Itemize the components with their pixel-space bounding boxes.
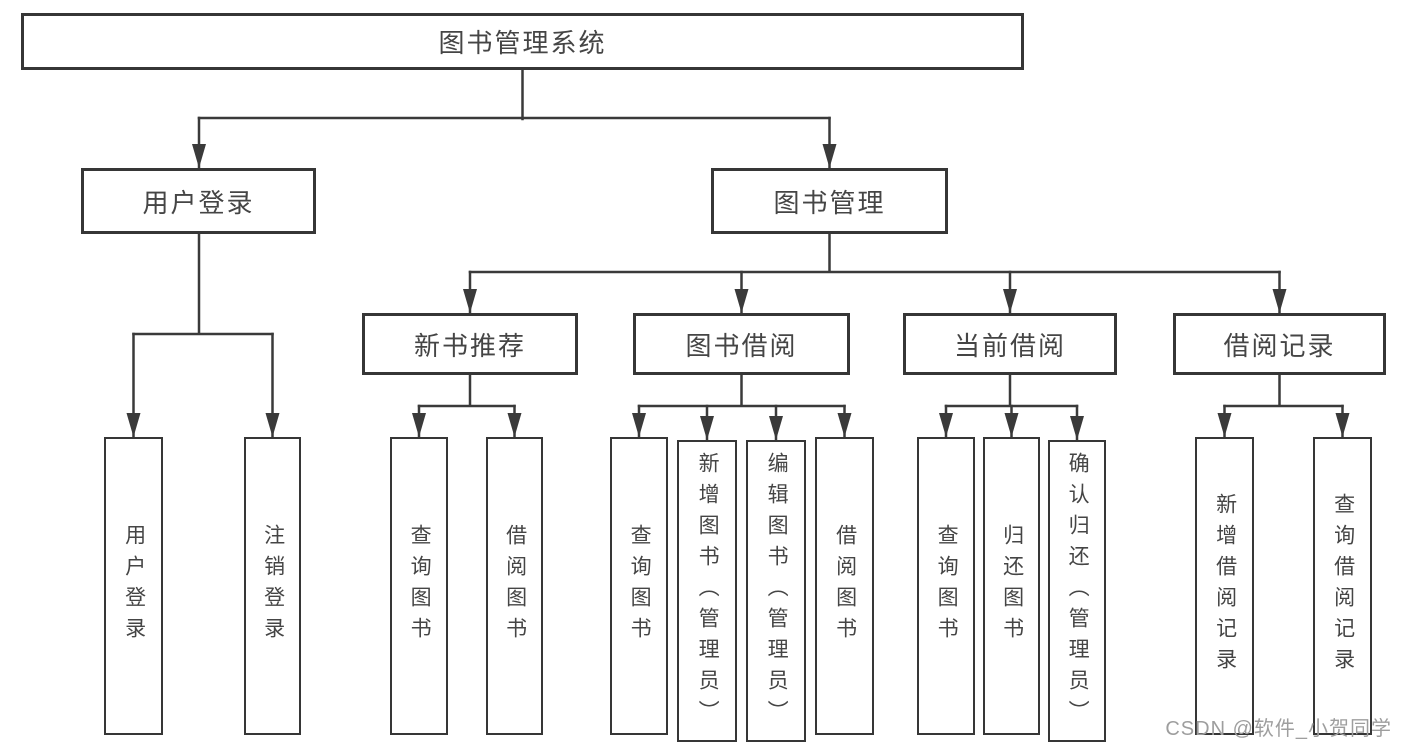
leaf-borrow-books-2-label: 借阅图书: [833, 524, 857, 648]
node-book-management: 图书管理: [711, 168, 948, 234]
csdn-watermark: CSDN @软件_小贺同学: [1165, 718, 1392, 740]
leaf-user-login-label: 用户登录: [122, 524, 146, 648]
leaf-add-book-admin: 新增图书（管理员）: [677, 440, 737, 742]
leaf-return-books: 归还图书: [983, 437, 1040, 735]
leaf-query-books-2: 查询图书: [610, 437, 668, 735]
node-book-borrow: 图书借阅: [633, 313, 850, 375]
leaf-return-books-label: 归还图书: [1000, 524, 1024, 648]
leaf-logout-login-label: 注销登录: [261, 524, 285, 648]
leaf-confirm-return-admin: 确认归还（管理员）: [1048, 440, 1106, 742]
leaf-borrow-books-1: 借阅图书: [486, 437, 543, 735]
leaf-query-books-1-label: 查询图书: [408, 524, 432, 648]
node-user-login-label: 用户登录: [142, 187, 255, 218]
leaf-edit-book-admin: 编辑图书（管理员）: [746, 440, 806, 742]
node-root-label: 图书管理系统: [438, 28, 607, 58]
node-root: 图书管理系统: [21, 13, 1024, 70]
leaf-query-books-2-label: 查询图书: [628, 524, 652, 648]
leaf-edit-book-admin-label: 编辑图书（管理员）: [765, 451, 789, 731]
node-new-book-recommend: 新书推荐: [362, 313, 578, 375]
leaf-borrow-books-2: 借阅图书: [815, 437, 874, 735]
leaf-add-book-admin-label: 新增图书（管理员）: [696, 451, 720, 731]
leaf-borrow-books-1-label: 借阅图书: [503, 524, 527, 648]
node-user-login: 用户登录: [81, 168, 316, 234]
leaf-logout-login: 注销登录: [244, 437, 301, 735]
node-book-management-label: 图书管理: [773, 187, 886, 218]
leaf-query-borrow-record: 查询借阅记录: [1313, 437, 1372, 735]
node-current-borrow-label: 当前借阅: [953, 330, 1066, 361]
node-current-borrow: 当前借阅: [903, 313, 1117, 375]
leaf-query-books-1: 查询图书: [390, 437, 448, 735]
node-borrow-record: 借阅记录: [1173, 313, 1386, 375]
leaf-add-borrow-record-label: 新增借阅记录: [1213, 493, 1237, 679]
leaf-user-login: 用户登录: [104, 437, 163, 735]
leaf-query-borrow-record-label: 查询借阅记录: [1331, 493, 1355, 679]
node-borrow-record-label: 借阅记录: [1223, 330, 1336, 361]
leaf-confirm-return-admin-label: 确认归还（管理员）: [1066, 451, 1090, 731]
leaf-query-books-3-label: 查询图书: [935, 524, 959, 648]
node-new-book-recommend-label: 新书推荐: [413, 330, 526, 361]
leaf-query-books-3: 查询图书: [917, 437, 975, 735]
leaf-add-borrow-record: 新增借阅记录: [1195, 437, 1254, 735]
node-book-borrow-label: 图书借阅: [685, 330, 798, 361]
